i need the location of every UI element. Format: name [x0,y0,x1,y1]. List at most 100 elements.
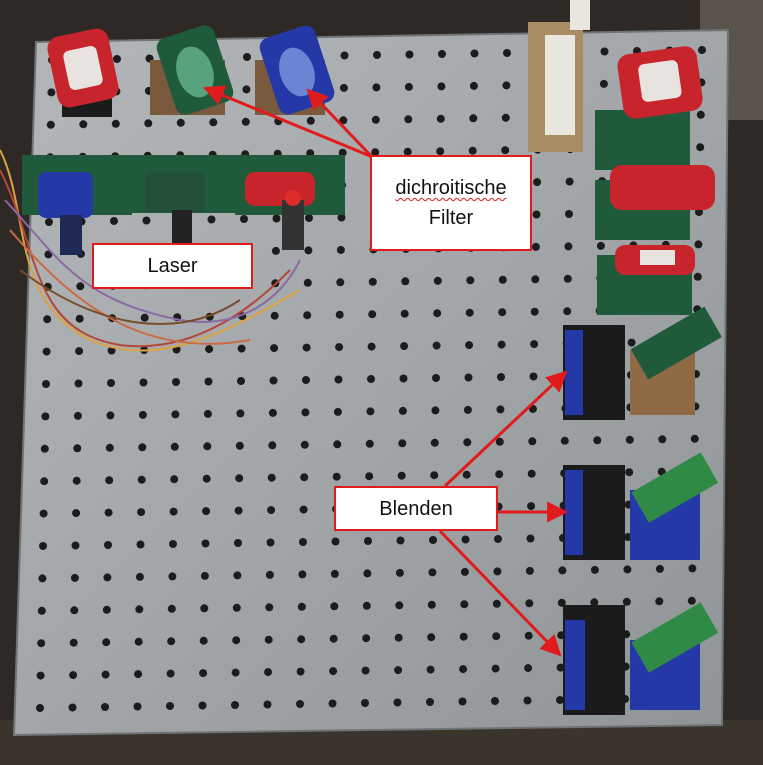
mounting-hole [494,535,502,543]
mounting-hole [332,472,341,481]
mounting-hole [339,116,348,125]
mounting-hole [463,438,472,447]
mounting-hole [426,698,434,706]
mounting-hole [171,410,180,419]
mounting-hole [460,567,469,576]
mounting-hole [427,633,436,642]
mounting-hole [272,214,281,223]
mounting-hole [168,572,177,581]
mounting-hole [371,115,380,124]
mounting-hole [167,637,176,646]
mounting-hole [232,603,241,612]
mounting-hole [525,599,534,608]
mounting-hole [401,277,410,286]
mounting-hole [71,541,80,550]
mounting-hole [438,50,446,58]
mounting-hole [113,55,121,63]
mounting-hole [329,634,338,643]
mounting-hole [491,664,500,673]
mounting-hole [493,567,502,576]
mounting-hole [335,343,344,352]
mounting-hole [329,667,338,676]
mounting-hole [405,50,414,59]
mounting-hole [135,572,144,581]
mounting-hole [301,408,310,417]
mounting-hole [330,569,339,578]
mounting-hole [394,633,403,642]
mounting-hole [368,310,377,319]
mounting-hole [696,110,705,119]
mounting-hole [459,665,468,674]
mounting-hole [556,663,565,672]
mounting-hole [75,347,84,356]
mounting-hole [240,215,248,223]
mounting-hole [436,147,445,156]
mounting-hole [503,49,511,57]
mirror-mount-red-top-left [47,28,119,117]
mounting-hole [269,376,278,385]
label-dichroic-filter: dichroitische Filter [370,155,532,251]
mounting-hole [263,700,272,709]
mounting-hole [103,573,112,582]
mounting-hole [75,314,84,323]
mounting-hole [101,703,109,711]
mounting-hole [501,146,510,155]
mounting-hole [166,669,175,678]
mounting-hole [138,443,147,452]
mounting-hole [200,604,209,613]
mounting-hole [41,412,50,421]
mirror-mount-red-right-2 [595,165,715,240]
mounting-hole [38,574,47,583]
aperture-mount-3 [563,602,719,715]
mounting-hole [169,540,177,548]
mounting-hole [527,502,536,511]
laser-holder-blue [22,155,132,255]
mounting-hole [136,540,145,549]
mounting-hole [268,441,277,450]
label-blenden-text: Blenden [379,497,453,520]
mounting-hole [36,704,44,712]
mounting-hole [622,597,631,606]
mounting-hole [337,213,346,222]
mounting-hole [328,699,337,708]
mounting-hole [266,538,275,547]
mounting-hole [106,411,115,420]
mounting-hole [72,509,81,518]
mounting-hole [694,240,703,249]
mounting-hole [265,603,274,612]
mounting-hole [331,537,340,546]
mounting-hole [199,636,208,645]
mounting-hole [496,405,505,414]
mounting-hole [300,440,309,449]
mounting-hole [198,701,207,710]
mounting-hole [498,275,507,284]
mounting-hole [690,434,699,443]
mounting-hole [368,277,377,286]
mounting-hole [432,341,441,350]
mounting-hole [526,534,535,543]
mounting-hole [207,215,216,224]
mounting-hole [431,406,440,415]
mounting-hole [176,118,185,127]
mounting-hole [336,245,345,254]
mounting-hole [204,377,213,386]
mounting-hole [107,379,115,387]
mounting-hole [40,477,49,486]
label-filter-line1: dichroitische [395,177,507,199]
mounting-hole [464,373,473,382]
mounting-hole [530,307,539,316]
mounting-hole [590,565,599,574]
mounting-hole [138,410,147,419]
mounting-hole [491,697,499,705]
mounting-hole [398,439,407,448]
mounting-hole [200,571,209,580]
mounting-hole [365,439,374,448]
mounting-hole [600,47,609,56]
mounting-hole [268,408,277,417]
mounting-hole [525,566,534,575]
label-filter-line2: Filter [428,207,474,229]
mounting-hole [596,241,605,250]
mounting-hole [334,375,343,384]
mounting-hole [235,474,244,483]
mounting-hole [466,276,475,285]
